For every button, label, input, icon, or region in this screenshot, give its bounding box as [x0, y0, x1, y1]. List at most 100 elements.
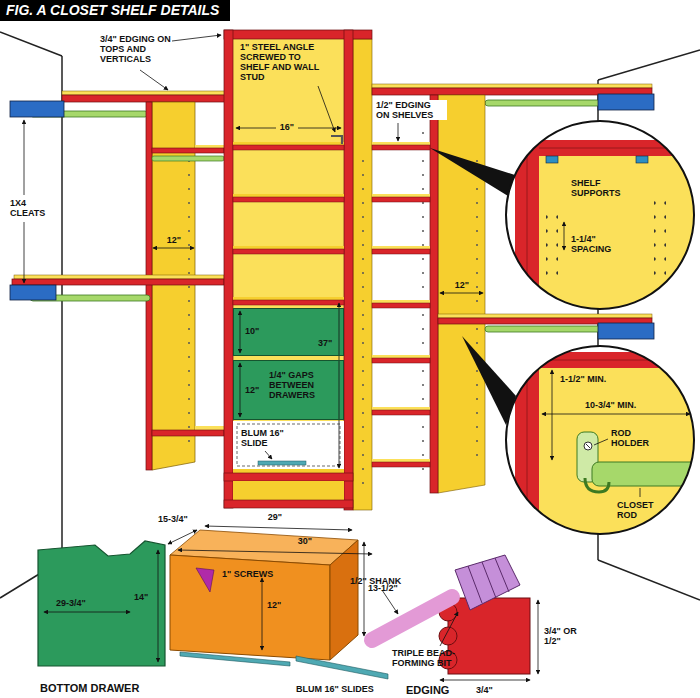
- left-shelf-unit: [152, 430, 224, 436]
- center-tower: [233, 145, 344, 150]
- rod-holder-detail: [515, 345, 539, 535]
- node-label: 12": [245, 385, 269, 395]
- center-tower: [233, 421, 344, 469]
- center-tower: [359, 155, 365, 485]
- center-tower: [224, 473, 353, 481]
- left-shelf-unit: [146, 102, 152, 470]
- dimension-and-leader-lines: [440, 293, 483, 294]
- rod-holder-detail: [539, 368, 699, 538]
- shelf-support-detail: [636, 156, 648, 163]
- dimension-label: 1" SCREWS: [222, 569, 282, 579]
- dimension-and-leader-lines: [339, 303, 340, 468]
- center-tower: [224, 500, 353, 508]
- left-shelf-unit: [62, 95, 228, 102]
- center-tower: [233, 246, 344, 249]
- left-shelf-unit: [14, 275, 224, 279]
- dimension-and-leader-lines: [262, 578, 263, 650]
- edging-detail: [448, 598, 530, 674]
- dimension-label: 3/4": [476, 685, 500, 695]
- shelf-support-detail: [505, 120, 699, 316]
- dimension-label: BLUM 16" SLIDE: [241, 428, 305, 448]
- bottom-drawer: [330, 540, 358, 660]
- right-shelf-unit: [372, 358, 430, 363]
- center-tower: [233, 297, 344, 300]
- right-shelf-unit: [372, 197, 430, 202]
- dimension-and-leader-lines: [298, 128, 341, 129]
- rod-holder-detail: [527, 345, 528, 535]
- center-tower: [233, 38, 344, 508]
- dimension-and-leader-lines: [240, 363, 241, 417]
- left-shelf-unit: [12, 279, 224, 285]
- rod-holder-detail: [505, 345, 700, 538]
- dimension-and-leader-lines: [440, 680, 530, 681]
- right-shelf-unit: [438, 314, 652, 318]
- detail-pointers: [430, 148, 516, 425]
- right-shelf-unit: [372, 300, 430, 303]
- dimension-and-leader-lines: [364, 542, 365, 636]
- center-tower: [233, 197, 344, 202]
- dimension-and-leader-lines: [153, 248, 194, 249]
- bottom-drawer: [38, 530, 388, 679]
- right-shelf-unit: [372, 246, 430, 249]
- shelf-support-detail: [527, 120, 528, 310]
- bottom-drawer: [180, 652, 290, 666]
- dimension-and-leader-lines: [240, 311, 241, 353]
- center-tower: [353, 39, 372, 510]
- bottom-drawer: [296, 656, 388, 679]
- center-tower: [224, 30, 233, 508]
- node-label: CLOSET ROD: [617, 500, 673, 520]
- right-shelf-unit: [372, 194, 430, 197]
- dimension-and-leader-lines: [205, 526, 352, 530]
- right-shelf-unit: [372, 410, 430, 415]
- dimension-and-leader-lines: [158, 550, 159, 662]
- node-label: SHELF SUPPORTS: [571, 178, 637, 198]
- rod-holder-detail: [584, 442, 592, 450]
- center-tower: [233, 249, 344, 254]
- dimension-label: 1X4 CLEATS: [10, 198, 54, 218]
- rod-holder-detail: [539, 352, 699, 368]
- dimension-and-leader-lines: [140, 70, 168, 90]
- room-walls: [598, 560, 700, 600]
- rod-holder-detail: [552, 370, 553, 460]
- right-shelf-unit: [372, 407, 430, 410]
- node-label: 1-1/2" MIN.: [560, 374, 630, 384]
- left-shelf-unit: [186, 160, 192, 450]
- drawer-front: 12"1/4" GAPS BETWEEN DRAWERS: [233, 360, 344, 420]
- right-shelf-unit: [474, 160, 480, 460]
- dimension-and-leader-lines: [178, 550, 372, 554]
- edging-detail: [482, 562, 496, 598]
- right-shelf-unit: [372, 303, 430, 308]
- dimension-and-leader-lines: [44, 612, 130, 613]
- dimension-and-leader-lines: [318, 86, 335, 132]
- dimension-and-leader-lines: [168, 530, 197, 544]
- right-shelf-unit: [372, 142, 430, 145]
- dimension-label: 15-3/4": [158, 514, 198, 524]
- dimension-label: BOTTOM DRAWER: [40, 682, 180, 694]
- dimension-and-leader-lines: [24, 35, 538, 680]
- node-label: ROD HOLDER: [611, 428, 667, 448]
- shelf-support-detail: [546, 208, 558, 278]
- center-tower: [233, 360, 344, 420]
- edging-detail: [372, 555, 530, 674]
- shelf-support-detail: [539, 140, 699, 156]
- dimension-and-leader-lines: [398, 123, 399, 141]
- right-shelf-unit: [372, 84, 652, 88]
- rod-holder-detail: [539, 360, 699, 361]
- figure-title: FIG. A CLOSET SHELF DETAILS: [6, 3, 219, 18]
- center-tower: [224, 30, 372, 510]
- center-tower: [233, 308, 344, 356]
- dimension-and-leader-lines: [382, 590, 398, 614]
- dimension-label: 12": [449, 280, 475, 290]
- left-shelf-unit: [10, 91, 228, 470]
- shelf-support-detail: [539, 156, 699, 316]
- edging-detail: [455, 555, 520, 610]
- left-shelf-unit: [152, 156, 224, 161]
- dimension-and-leader-lines: [24, 222, 25, 283]
- room-walls: [0, 32, 62, 56]
- left-shelf-unit: [152, 148, 224, 153]
- edging-detail: [468, 566, 482, 603]
- node-label: 10-3/4" MIN.: [585, 400, 655, 410]
- dimension-and-leader-lines: [172, 35, 221, 41]
- node-label: 10": [245, 326, 269, 336]
